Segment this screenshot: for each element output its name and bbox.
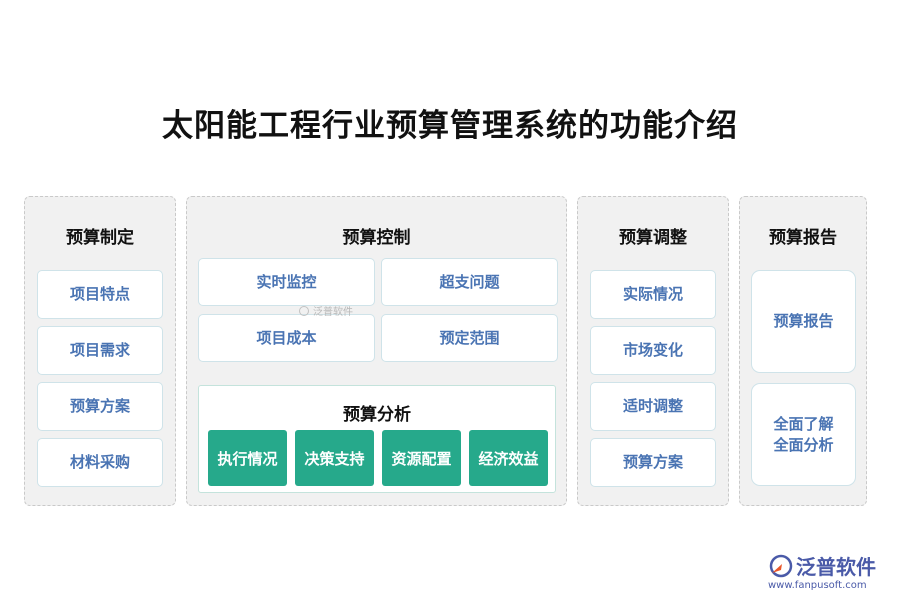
- item-project-cost: 项目成本: [198, 314, 375, 362]
- brand-name: 泛普软件: [796, 555, 876, 579]
- item-material-purchase: 材料采购: [37, 438, 163, 487]
- item-market-change: 市场变化: [590, 326, 716, 375]
- analysis-item-resource-allocation: 资源配置: [382, 430, 461, 486]
- analysis-item-execution: 执行情况: [208, 430, 287, 486]
- fanpu-logo-icon: [769, 554, 793, 578]
- item-predefined-range: 预定范围: [381, 314, 558, 362]
- item-project-requirements: 项目需求: [37, 326, 163, 375]
- item-budget-plan: 预算方案: [37, 382, 163, 431]
- panel-title: 预算控制: [342, 228, 411, 248]
- watermark-text: 泛普软件: [313, 307, 353, 318]
- analysis-item-economic-benefit: 经济效益: [469, 430, 548, 486]
- watermark: 泛普软件: [299, 303, 353, 318]
- panel-budget-planning: 预算制定 项目特点 项目需求 预算方案 材料采购: [24, 196, 176, 506]
- analysis-item-decision-support: 决策支持: [295, 430, 374, 486]
- page-title: 太阳能工程行业预算管理系统的功能介绍: [162, 108, 738, 144]
- panel-budget-adjustment: 预算调整 实际情况 市场变化 适时调整 预算方案: [577, 196, 729, 506]
- panel-title: 预算报告: [769, 228, 837, 248]
- item-comprehensive-analysis: 全面了解 全面分析: [751, 383, 856, 486]
- item-overspend-issue: 超支问题: [381, 258, 558, 306]
- item-project-features: 项目特点: [37, 270, 163, 319]
- item-budget-report: 预算报告: [751, 270, 856, 373]
- watermark-logo-icon: [299, 305, 309, 316]
- panel-budget-report: 预算报告 预算报告 全面了解 全面分析: [739, 196, 867, 506]
- panel-budget-control: 预算控制 实时监控 超支问题 项目成本 预定范围 预算分析 执行情况 决策支持 …: [186, 196, 567, 506]
- brand-url: www.fanpusoft.com: [768, 580, 867, 591]
- panel-title: 预算制定: [66, 228, 134, 248]
- budget-analysis-box: 预算分析 执行情况 决策支持 资源配置 经济效益: [198, 385, 556, 493]
- item-budget-plan: 预算方案: [590, 438, 716, 487]
- item-realtime-monitoring: 实时监控: [198, 258, 375, 306]
- item-timely-adjustment: 适时调整: [590, 382, 716, 431]
- panel-title: 预算调整: [619, 228, 687, 248]
- item-actual-situation: 实际情况: [590, 270, 716, 319]
- analysis-title: 预算分析: [343, 405, 411, 425]
